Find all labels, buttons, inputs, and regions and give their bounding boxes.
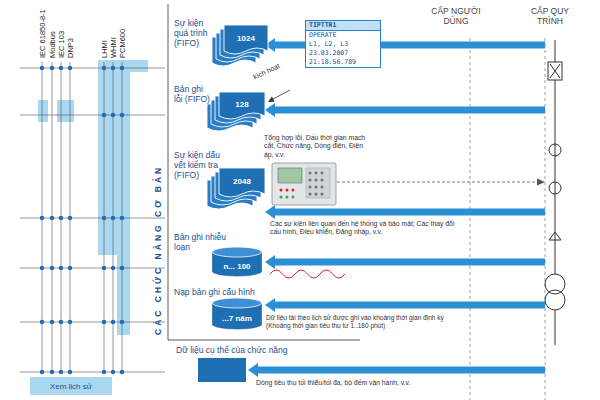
sine-wave [270, 270, 345, 278]
row-heading: Sự kiện quá trình (FIFO) [174, 18, 212, 48]
current-transformer-symbol [549, 144, 561, 156]
device-leds [281, 189, 293, 192]
hmi-label: WHMI [109, 37, 118, 58]
level-label: CẤP QUY TRÌNH [522, 6, 578, 26]
storage-stack: 128 [207, 92, 265, 132]
device-buttons [310, 173, 322, 194]
row-heading: Bản ghi nhiễu loạn [174, 232, 234, 252]
protocol-label: IEC 103 [57, 31, 66, 58]
stack-outline [212, 25, 268, 67]
protocol-band [38, 100, 48, 122]
data-arrow [265, 298, 545, 312]
relay-device [272, 163, 336, 205]
page-sheet [219, 92, 265, 119]
junction-dots [42, 68, 122, 372]
page-sheet [224, 25, 268, 54]
history-button: Xem lịch sử [30, 377, 112, 395]
text-holder: n... 100 [212, 257, 262, 275]
capacity-number: n... 100 [223, 262, 250, 271]
arrow-head [268, 97, 275, 103]
data-arrow [265, 103, 545, 117]
capacity-number: 1024 [237, 34, 255, 43]
note-text: Tổng hợp lỗi, Dấu thời gian mạch cắt, Ch… [264, 134, 374, 159]
capacity-number: 2048 [233, 177, 251, 186]
text-holder: 128 [219, 92, 265, 116]
cylinder-body [213, 299, 262, 329]
note-text: Các sự kiện liên quan đến hệ thống và bả… [270, 220, 460, 237]
trigger-arrow [273, 90, 290, 99]
box-line: OPERATE [306, 31, 380, 40]
function-data-box [198, 358, 246, 382]
protocol-label: IEC 61850-8-1 [38, 9, 47, 58]
event-box: TIPTTR1OPERATEL1, L2, L323.03.200721:18:… [305, 20, 381, 68]
protocol-band [57, 100, 74, 122]
note-text: Dòng tiêu thụ tối thiểu/tối đa, bộ đếm v… [256, 379, 476, 387]
switch-symbol [549, 232, 561, 240]
dashed-arrow [337, 182, 538, 183]
trigger-label: kích hoạt [252, 62, 281, 82]
box-line: 23.03.2007 [306, 49, 380, 58]
row-heading: Bản ghi lỗi (FIFO) [174, 84, 210, 104]
data-arrow [265, 255, 545, 269]
breaker-symbol [548, 62, 562, 80]
section-label: CÁC CHỨC NĂNG CƠ BẢN [153, 165, 163, 335]
storage-cylinder: ...7 năm [212, 298, 262, 330]
capacity-number: ...7 năm [222, 314, 252, 323]
protocol-label: Modbus [48, 31, 57, 58]
device-leds [281, 196, 293, 199]
column-line [42, 62, 122, 372]
hmi-band [98, 60, 148, 335]
hmi-label: PCM600 [118, 29, 127, 58]
cylinder-top [213, 247, 262, 257]
stack-outline [207, 168, 265, 210]
level-label: CẤP NGƯỜI DÙNG [425, 6, 487, 26]
row-heading: Dữ liệu cụ thể của chức năng [176, 345, 326, 355]
hmi-label: LHMI [100, 40, 109, 58]
device-keypad [306, 168, 330, 198]
transformer-symbol [545, 274, 565, 294]
data-arrow [265, 205, 545, 219]
capacity-number: 128 [235, 100, 248, 109]
text-holder: 1024 [224, 25, 268, 51]
arrow-head [537, 179, 545, 186]
box-line: 21:18:56.789 [306, 58, 380, 67]
row-heading: Sự kiện dấu vết kiểm tra (FIFO) [174, 150, 226, 180]
text-holder: 2048 [219, 168, 265, 194]
device-screen [278, 168, 302, 183]
text-holder: TIPTTR1OPERATEL1, L2, L323.03.200721:18:… [306, 21, 380, 67]
storage-stack: 2048 [207, 168, 265, 210]
single-line-wire [555, 40, 556, 345]
page-sheet [219, 168, 265, 197]
level-line [470, 38, 545, 400]
cylinder-top [213, 298, 262, 308]
box-line: L1, L2, L3 [306, 40, 380, 49]
voltage-transformer-symbol [549, 182, 561, 194]
note-text: Dữ liệu tải theo lịch sử được ghi vào kh… [266, 314, 466, 330]
text-holder: ...7 năm [212, 308, 262, 328]
data-arrow [248, 363, 545, 377]
button-text: Xem lịch sử [50, 382, 92, 391]
stack-outline [207, 92, 265, 132]
box-header: TIPTTR1 [306, 21, 380, 31]
protocol-label: DNP3 [66, 38, 75, 58]
row-heading: Nạp bản ghi cấu hình [174, 287, 284, 297]
breaker-cross [550, 64, 560, 78]
transformer-symbol [545, 290, 565, 310]
storage-stack: 1024 [212, 25, 268, 67]
cylinder-body [213, 248, 262, 276]
storage-cylinder: n... 100 [212, 247, 262, 277]
text-holder: Xem lịch sử [30, 377, 112, 395]
